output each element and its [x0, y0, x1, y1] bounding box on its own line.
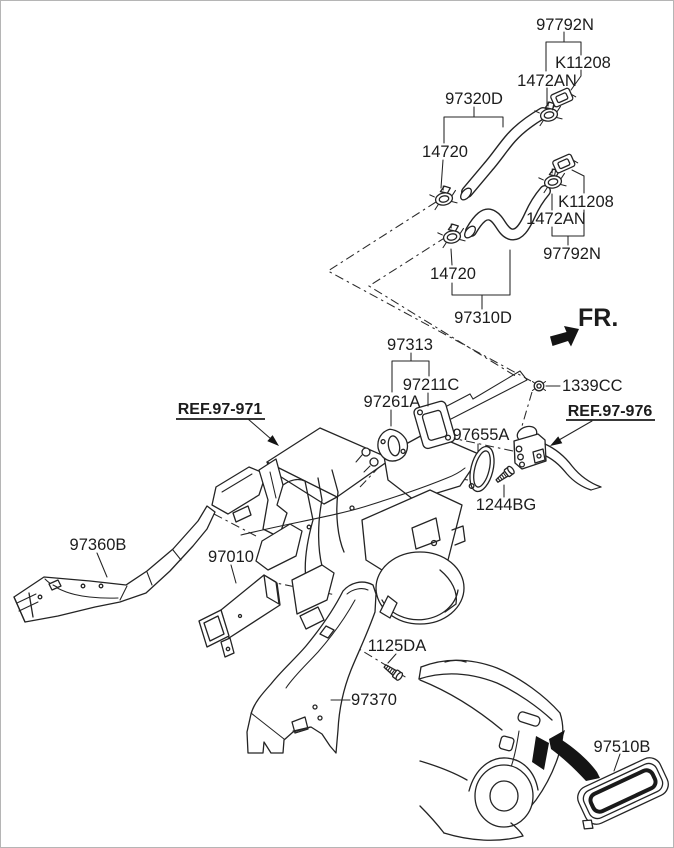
front-direction-arrow-icon [550, 326, 579, 347]
gasket-97655a [468, 445, 495, 493]
hose-clamp-icon [427, 182, 460, 211]
ref-971-arrow [176, 418, 279, 446]
car-rear-drawing [418, 659, 564, 841]
part-label-97360b[interactable]: 97360B [70, 536, 127, 554]
part-label-97320d[interactable]: 97320D [445, 90, 503, 108]
part-label-97792n-top[interactable]: 97792N [536, 16, 594, 34]
bracket-97261a [377, 428, 409, 462]
heater-pipe-block-ref976 [513, 425, 602, 491]
part-label-97010[interactable]: 97010 [208, 548, 254, 566]
part-label-97655a[interactable]: 97655A [453, 426, 510, 444]
view-callout-arrow [549, 730, 600, 781]
hose-97310d [464, 185, 551, 241]
part-label-k11208-mid[interactable]: K11208 [558, 193, 614, 211]
part-label-k11208-top[interactable]: K11208 [555, 54, 611, 72]
labels-layer: 97792N K11208 1472AN 97320D 14720 K11208… [70, 16, 653, 756]
hose-clamp-icon [435, 220, 468, 249]
duct-97010-drawing [198, 574, 281, 658]
ref-link-97-971[interactable]: REF.97-971 [178, 401, 263, 418]
duct-97370-drawing [246, 581, 377, 754]
hose-97320d [460, 107, 549, 201]
part-label-1472an-mid[interactable]: 1472AN [526, 210, 586, 228]
part-label-14720-mid[interactable]: 14720 [430, 265, 476, 283]
part-label-97370[interactable]: 97370 [351, 691, 397, 709]
part-label-1472an-top[interactable]: 1472AN [517, 72, 577, 90]
part-label-1244bg[interactable]: 1244BG [476, 496, 537, 514]
part-label-97261a[interactable]: 97261A [364, 393, 421, 411]
bolt-icon [493, 464, 517, 486]
leader-lines [96, 31, 621, 772]
duct-97360b-drawing [13, 505, 216, 623]
part-label-97211c[interactable]: 97211C [403, 376, 460, 394]
ref-976-arrow [550, 419, 655, 446]
part-label-97792n-mid[interactable]: 97792N [543, 245, 601, 263]
part-label-1125da[interactable]: 1125DA [368, 637, 426, 655]
part-label-97510b[interactable]: 97510B [594, 738, 651, 756]
bolt-icon [381, 661, 405, 682]
part-label-97310d[interactable]: 97310D [454, 309, 512, 327]
pipe-assembly-97211c [413, 370, 528, 450]
nut-icon [531, 380, 547, 392]
hvac-unit-drawing [211, 427, 482, 630]
ref-link-97-976[interactable]: REF.97-976 [568, 403, 653, 420]
front-direction-label: FR. [578, 304, 618, 332]
part-label-97313[interactable]: 97313 [387, 336, 433, 354]
part-label-1339cc[interactable]: 1339CC [562, 377, 623, 395]
part-label-14720-top[interactable]: 14720 [422, 143, 468, 161]
vent-grille-97510b [577, 757, 669, 830]
